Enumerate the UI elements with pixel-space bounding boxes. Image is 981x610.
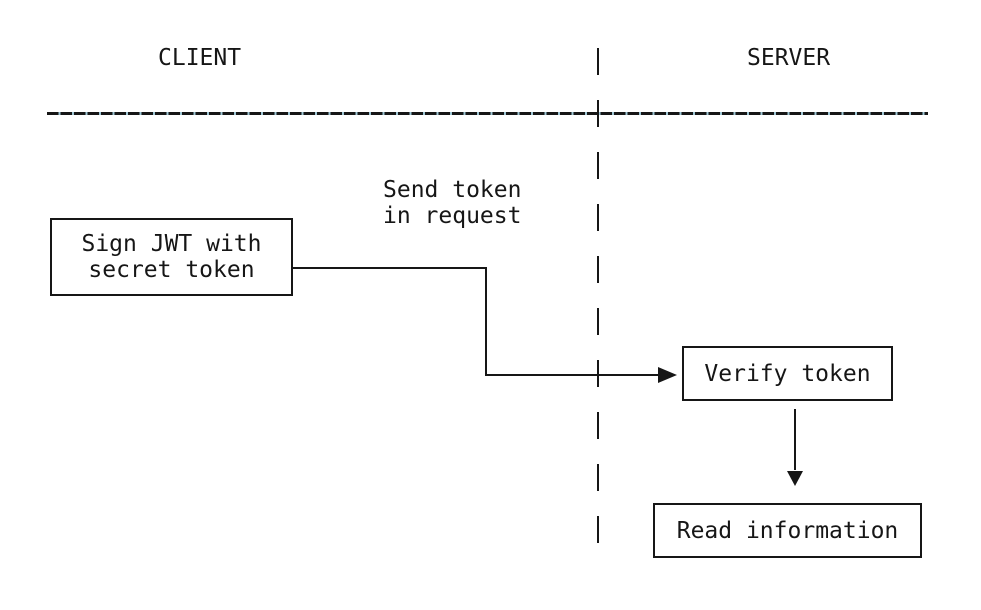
client-lane-label: CLIENT [158, 45, 242, 71]
read-information-box: Read information [653, 503, 922, 558]
arrow-segment-vertical [794, 409, 796, 470]
arrowhead-right-icon [658, 367, 677, 383]
client-server-divider-dashed-line [597, 48, 599, 543]
verify-token-box: Verify token [682, 346, 893, 401]
sign-jwt-box: Sign JWT with secret token [50, 218, 293, 296]
arrow-segment-horizontal [485, 374, 659, 376]
lane-header-separator-line [47, 112, 928, 115]
server-lane-label: SERVER [747, 45, 831, 71]
send-token-arrow-label: Send token in request [383, 177, 522, 229]
arrow-segment-horizontal [293, 267, 486, 269]
arrow-segment-vertical [485, 267, 487, 376]
arrowhead-down-icon [787, 471, 803, 486]
